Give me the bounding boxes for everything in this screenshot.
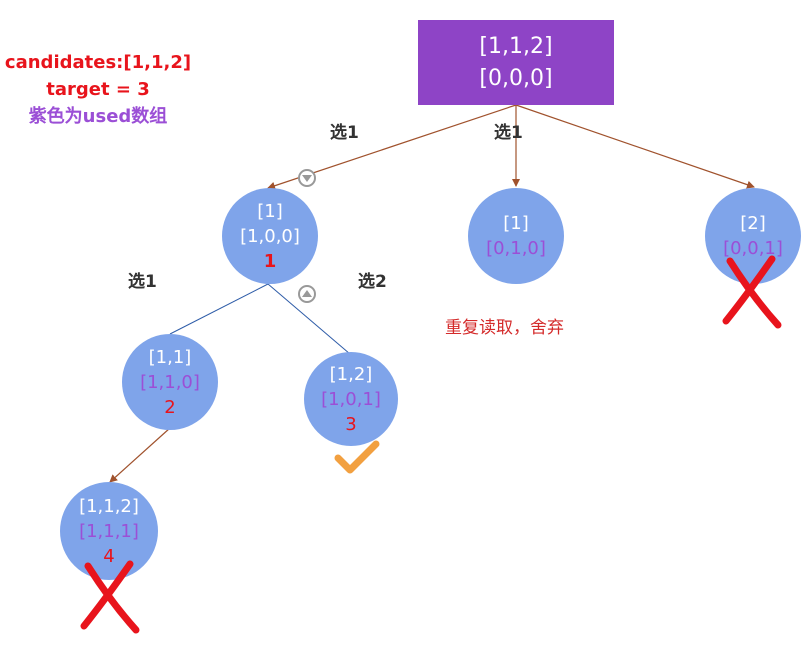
tree-node-4: [1,1] [1,1,0] 2 — [122, 334, 218, 430]
candidates-label: candidates:[1,1,2] — [4, 52, 192, 73]
cross-icon — [80, 560, 140, 634]
edge-n4-n6 — [109, 427, 171, 483]
used-legend: 紫色为used数组 — [28, 106, 168, 127]
edge-n1-n4 — [169, 283, 269, 335]
node-used: [1,0,1] — [321, 388, 381, 410]
edge-label-pick2-level2: 选2 — [358, 272, 387, 292]
tree-node-3: [2] [0,0,1] — [705, 188, 801, 284]
tree-node-2: [1] [0,1,0] — [468, 188, 564, 284]
node-used: [0,1,0] — [486, 238, 546, 259]
down-circle-icon — [298, 169, 316, 187]
tree-node-6: [1,1,2] [1,1,1] 4 — [60, 482, 158, 580]
root-path: [1,1,2] — [479, 33, 553, 59]
edge-label-pick1-level2: 选1 — [128, 272, 157, 292]
node-used: [0,0,1] — [723, 238, 783, 259]
node-used: [1,0,0] — [240, 225, 300, 247]
node-path: [1] — [257, 200, 283, 222]
root-used: [0,0,0] — [479, 65, 553, 91]
target-label: target = 3 — [46, 79, 150, 100]
node-path: [1,1] — [148, 346, 192, 368]
duplicate-note: 重复读取，舍弃 — [445, 318, 564, 338]
node-order: 4 — [103, 545, 115, 567]
up-circle-icon — [298, 285, 316, 303]
root-node: [1,1,2] [0,0,0] — [418, 20, 614, 105]
node-used: [1,1,1] — [79, 520, 139, 542]
tree-node-1: [1] [1,0,0] 1 — [222, 188, 318, 284]
edge-n1-n5 — [267, 283, 351, 355]
node-path: [1,1,2] — [79, 495, 139, 517]
node-order: 1 — [263, 250, 277, 272]
edge-root-n3 — [515, 104, 755, 189]
check-icon — [334, 440, 380, 474]
cross-icon — [722, 255, 782, 329]
node-path: [1,2] — [329, 363, 373, 385]
node-path: [1] — [503, 213, 529, 234]
edge-label-pick1-middle: 选1 — [494, 123, 523, 143]
node-path: [2] — [740, 213, 766, 234]
edge-label-pick1-left: 选1 — [330, 123, 359, 143]
tree-node-5: [1,2] [1,0,1] 3 — [304, 352, 398, 446]
node-order: 3 — [345, 413, 357, 435]
node-used: [1,1,0] — [140, 371, 200, 393]
node-order: 2 — [164, 396, 176, 418]
